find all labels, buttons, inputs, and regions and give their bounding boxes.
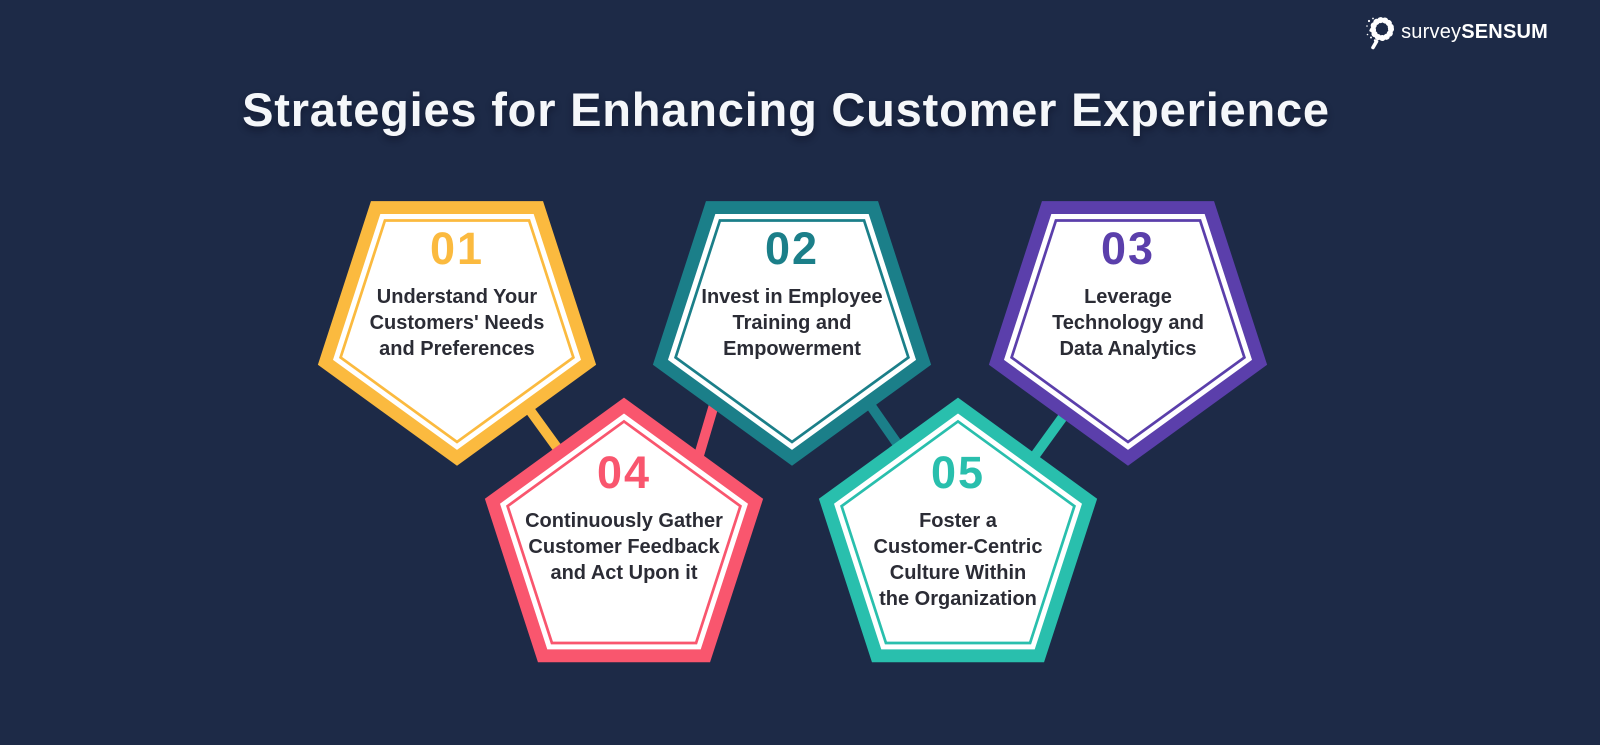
pentagon-point-up bbox=[484, 397, 764, 663]
brand-name: surveySENSUM bbox=[1401, 21, 1548, 44]
step-label: Continuously Gather Customer Feedback an… bbox=[525, 510, 723, 584]
step-number: 04 bbox=[596, 447, 652, 498]
brand-name-light: survey bbox=[1401, 20, 1462, 43]
card-content: 05 Foster a Customer-Centric Culture Wit… bbox=[815, 394, 1101, 666]
strategy-card-02: 02 Invest in Employee Training and Empow… bbox=[649, 196, 935, 468]
pentagon-point-down bbox=[652, 201, 932, 466]
step-label: Foster a Customer-Centric Culture Within… bbox=[873, 510, 1043, 610]
pentagon-point-down bbox=[317, 201, 597, 466]
strategy-card-04: 04 Continuously Gather Customer Feedback… bbox=[481, 394, 767, 666]
card-content: 01 Understand Your Customers' Needs and … bbox=[314, 196, 600, 468]
dotted-q-magnifier-icon bbox=[1366, 17, 1395, 50]
strategy-card-05: 05 Foster a Customer-Centric Culture Wit… bbox=[815, 394, 1101, 666]
step-number: 02 bbox=[764, 223, 820, 274]
step-number: 05 bbox=[930, 447, 986, 498]
card-content: 04 Continuously Gather Customer Feedback… bbox=[481, 394, 767, 666]
connector-04-02 bbox=[692, 396, 721, 464]
strategy-card-01: 01 Understand Your Customers' Needs and … bbox=[314, 196, 600, 468]
brand-name-bold: SENSUM bbox=[1461, 20, 1548, 43]
strategy-card-03: 03 Leverage Technology and Data Analytic… bbox=[985, 196, 1271, 468]
card-content: 03 Leverage Technology and Data Analytic… bbox=[985, 196, 1271, 468]
brand-logo: surveySENSUM bbox=[1361, 13, 1548, 51]
step-label: Leverage Technology and Data Analytics bbox=[1052, 286, 1204, 360]
pentagon-point-up bbox=[818, 397, 1098, 663]
step-label: Invest in Employee Training and Empowerm… bbox=[701, 286, 883, 360]
card-content: 02 Invest in Employee Training and Empow… bbox=[649, 196, 935, 468]
step-label: Understand Your Customers' Needs and Pre… bbox=[369, 286, 545, 360]
step-number: 03 bbox=[1100, 223, 1156, 274]
pentagon-point-down bbox=[988, 201, 1268, 466]
page-title: Strategies for Enhancing Customer Experi… bbox=[242, 83, 1330, 136]
step-number: 01 bbox=[429, 223, 485, 274]
